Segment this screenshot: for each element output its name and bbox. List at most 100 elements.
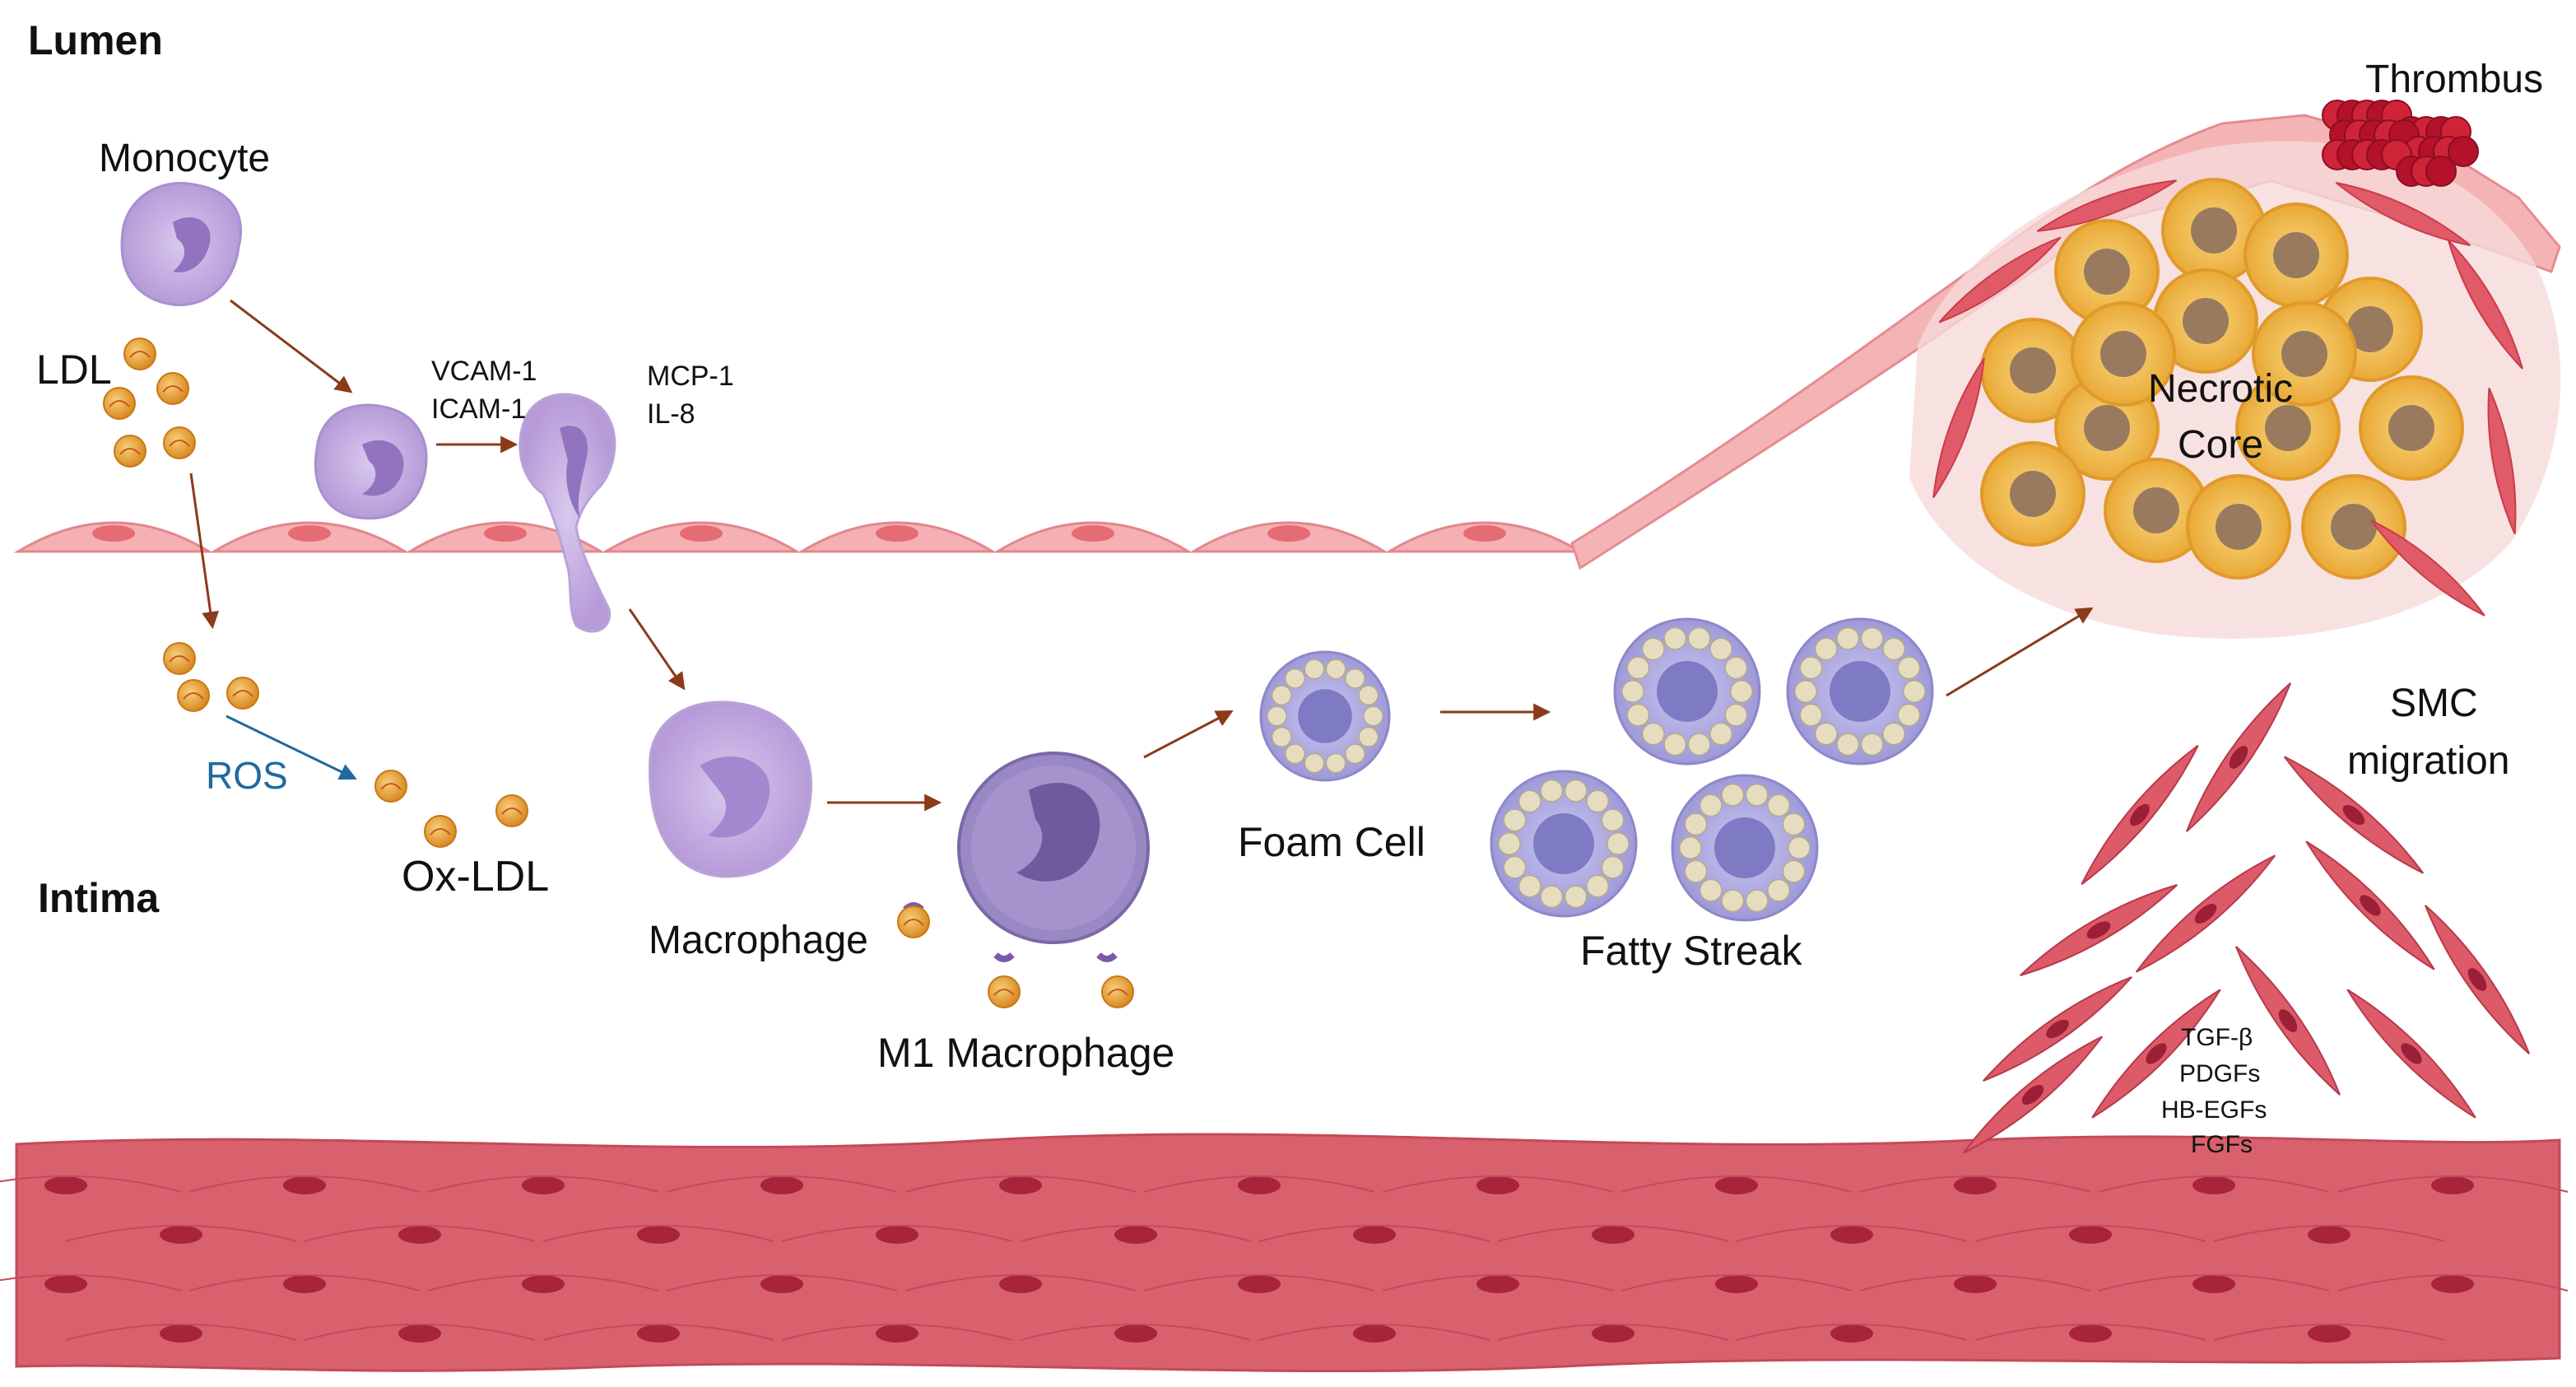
necrotic-core-label-line1: Necrotic xyxy=(2148,367,2293,411)
muscle-fiber xyxy=(0,1175,182,1193)
muscle-nucleus xyxy=(760,1176,803,1194)
muscle-nucleus xyxy=(1238,1176,1281,1194)
muscle-fiber xyxy=(1382,1175,1614,1193)
muscle-nucleus xyxy=(1353,1226,1396,1244)
lipid-droplet xyxy=(1897,656,1921,680)
lipid-droplet xyxy=(1799,703,1823,727)
muscle-fiber xyxy=(1620,1274,1853,1292)
ldl-particle xyxy=(495,794,528,827)
foam-cells xyxy=(1259,617,1934,922)
muscle-fiber xyxy=(1859,1274,2091,1292)
muscle-nucleus xyxy=(999,1176,1042,1194)
lipid-droplet xyxy=(1730,680,1753,703)
lipid-droplet xyxy=(1641,637,1665,661)
muscle-nucleus xyxy=(1476,1275,1519,1293)
muscle-fiber xyxy=(188,1274,421,1292)
lipid-droplet xyxy=(1285,743,1305,765)
lipid-droplet xyxy=(1903,680,1926,703)
vcam-label: VCAM-1 xyxy=(431,356,537,387)
monocyte-cell xyxy=(120,181,243,307)
muscle-nucleus xyxy=(1830,1226,1873,1244)
ldl-particle xyxy=(123,337,156,370)
ldl-particle xyxy=(177,679,210,712)
muscle-fiber xyxy=(2337,1274,2569,1292)
muscle-nucleus xyxy=(1954,1176,1997,1194)
muscle-fiber xyxy=(1143,1274,1375,1292)
muscle-fiber xyxy=(1974,1225,2206,1242)
muscle-fiber xyxy=(542,1225,774,1242)
lipid-droplet xyxy=(1345,743,1365,765)
muscle-fiber xyxy=(1736,1324,1968,1341)
m1-macrophage-label: M1 Macrophage xyxy=(877,1030,1174,1076)
lipid-droplet xyxy=(1601,808,1625,832)
muscle-nucleus xyxy=(1715,1275,1758,1293)
lipid-droplet xyxy=(1621,680,1644,703)
lipid-droplet xyxy=(1745,889,1769,913)
muscle-nucleus xyxy=(1476,1176,1519,1194)
lipid-droplet xyxy=(1345,668,1365,689)
growth-factor-1: TGF-β xyxy=(2181,1024,2253,1051)
necrotic-nucleus xyxy=(2084,405,2130,451)
muscle-fiber xyxy=(542,1324,774,1341)
lipid-droplet xyxy=(1687,733,1711,756)
lipid-droplet xyxy=(1836,626,1860,650)
necrotic-nucleus xyxy=(2100,331,2146,377)
muscle-fiber xyxy=(65,1225,297,1242)
muscle-nucleus xyxy=(1592,1324,1634,1343)
growth-factor-2: PDGFs xyxy=(2179,1060,2260,1087)
growth-factor-3: HB-EGFs xyxy=(2161,1096,2267,1124)
muscle-nucleus xyxy=(1114,1226,1157,1244)
lipid-droplet xyxy=(1860,733,1884,756)
lipid-droplet xyxy=(1663,733,1687,756)
muscle-fiber xyxy=(0,1274,182,1292)
lipid-droplet xyxy=(1721,783,1745,807)
muscle-fiber xyxy=(1020,1324,1252,1341)
muscle-fiber xyxy=(427,1274,659,1292)
foam-cell-nucleus xyxy=(1657,661,1718,722)
lipid-droplet xyxy=(1687,626,1711,650)
lipid-droplet xyxy=(1709,637,1733,661)
muscle-fiber xyxy=(65,1324,297,1341)
muscle-fiber xyxy=(1497,1324,1729,1341)
lipid-droplet xyxy=(1767,794,1791,817)
lipid-droplet xyxy=(1363,705,1383,727)
lipid-droplet xyxy=(1325,659,1346,680)
necrotic-nucleus xyxy=(2010,471,2056,517)
muscle-nucleus xyxy=(1238,1275,1281,1293)
muscle-fiber xyxy=(304,1324,536,1341)
ldl-particle xyxy=(163,426,196,459)
lipid-droplet xyxy=(1586,789,1610,813)
lipid-droplet xyxy=(1564,885,1588,909)
smc-label-line2: migration xyxy=(2347,739,2509,783)
muscle-fiber xyxy=(1258,1225,1490,1242)
endothelial-nucleus xyxy=(1463,525,1506,542)
lipid-droplet xyxy=(1679,836,1702,859)
muscle-fiber xyxy=(1736,1225,1968,1242)
muscle-fiber xyxy=(1497,1225,1729,1242)
foam-cell-label: Foam Cell xyxy=(1238,819,1425,865)
macrophage-label: Macrophage xyxy=(649,919,868,962)
fatty-streak-label: Fatty Streak xyxy=(1580,928,1803,974)
muscle-nucleus xyxy=(876,1324,918,1343)
muscle-nucleus xyxy=(1954,1275,1997,1293)
necrotic-nucleus xyxy=(2265,405,2311,451)
necrotic-core-cells xyxy=(1980,178,2464,579)
ldl-particle xyxy=(988,975,1021,1008)
muscle-nucleus xyxy=(1830,1324,1873,1343)
necrotic-nucleus xyxy=(2388,405,2434,451)
necrotic-nucleus xyxy=(2191,207,2237,254)
endothelial-nucleus xyxy=(1072,525,1114,542)
muscle-fiber xyxy=(2098,1175,2330,1193)
necrotic-nucleus xyxy=(2133,487,2179,533)
muscle-nucleus xyxy=(44,1176,87,1194)
necrotic-core-label-line2: Core xyxy=(2178,423,2263,467)
necrotic-nucleus xyxy=(2010,347,2056,393)
lipid-droplet xyxy=(1721,889,1745,913)
muscle-fiber xyxy=(666,1175,898,1193)
muscle-nucleus xyxy=(2069,1226,2112,1244)
plaque-smc xyxy=(2487,387,2517,535)
muscle-fiber xyxy=(1143,1175,1375,1193)
muscle-nucleus xyxy=(2069,1324,2112,1343)
necrotic-nucleus xyxy=(2347,306,2393,352)
